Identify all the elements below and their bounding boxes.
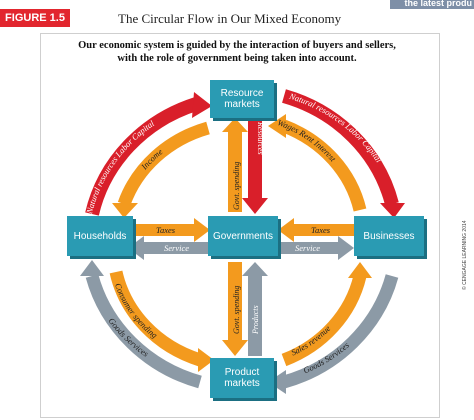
arrowhead-resource-markets-left: [192, 92, 212, 118]
arrowhead-product-markets-spending: [198, 348, 214, 372]
label-govt-spending-top: Govt. spending: [232, 162, 241, 210]
arrowhead-govt-spending-top: [222, 118, 248, 132]
subtitle: Our economic system is guided by the int…: [40, 39, 434, 65]
flow-resources: [248, 118, 262, 200]
arrowhead-service-left: [128, 236, 144, 260]
copyright-notice: © CENGAGE LEARNING 2014: [462, 220, 468, 290]
label-taxes-left: Taxes: [156, 225, 176, 235]
label-taxes-right: Taxes: [311, 225, 331, 235]
flow-arc-sales-revenue: [281, 274, 367, 367]
arrowhead-product-markets-goods: [268, 370, 286, 394]
arrowhead-resources: [242, 198, 268, 214]
product-markets-label-1: Product: [224, 367, 260, 378]
resource-markets-label-1: Resource: [220, 88, 264, 99]
product-markets-label-2: markets: [224, 378, 260, 389]
label-products: Products: [251, 305, 260, 335]
flow-arc-consumer-spending: [109, 270, 203, 367]
resource-markets-box: Resource markets: [210, 80, 274, 118]
flow-service-left: [142, 242, 210, 254]
governments-label: Governments: [212, 230, 274, 242]
arrowhead-products: [242, 262, 268, 276]
figure-title: The Circular Flow in Our Mixed Economy: [118, 11, 342, 26]
flow-products: [248, 274, 262, 356]
label-govt-spending-bottom: Govt. spending: [232, 286, 241, 334]
arrowhead-taxes-right: [278, 218, 294, 242]
households-label: Households: [73, 230, 127, 242]
arrowhead-households-goods: [80, 260, 104, 276]
flow-govt-spending-top: [228, 128, 242, 212]
resource-markets-label-2: markets: [224, 99, 260, 110]
flow-arc-goods-services-left: [85, 274, 202, 389]
flow-taxes-right: [292, 224, 354, 236]
subtitle-line-2: with the role of government being taken …: [117, 53, 357, 64]
flow-arc-goods-services-right: [282, 274, 399, 389]
businesses-box: Businesses: [354, 216, 424, 256]
corner-tab: the latest produ: [390, 0, 474, 9]
flow-arc-income: [117, 121, 210, 207]
flow-service-right: [278, 242, 340, 254]
arrowhead-service-right: [338, 236, 354, 260]
label-service-right: Service: [295, 243, 320, 253]
businesses-label: Businesses: [363, 230, 415, 242]
subtitle-line-1: Our economic system is guided by the int…: [78, 40, 396, 51]
flow-arc-wages-rent-interest: [281, 119, 367, 212]
diagram-frame: [40, 33, 440, 418]
flow-govt-spending-bottom: [228, 262, 242, 342]
figure-label: FIGURE 1.5: [0, 9, 70, 27]
label-resources: Resources: [256, 121, 265, 155]
flow-arc-resources-to-businesses: [282, 89, 399, 206]
arrowhead-businesses-sales: [348, 262, 372, 278]
governments-box: Governments: [208, 216, 278, 256]
arrowhead-govt-spending-bottom: [222, 340, 248, 356]
product-markets-box: Product markets: [210, 358, 274, 398]
label-service-left: Service: [164, 243, 189, 253]
arrowhead-households-income: [112, 203, 138, 218]
arrowhead-resource-markets-wages: [268, 114, 286, 138]
households-box: Households: [67, 216, 133, 256]
flow-taxes-left: [128, 224, 196, 236]
flow-arc-households-to-resource-markets: [85, 97, 199, 216]
arrowhead-businesses-resources: [380, 203, 405, 218]
arrowhead-taxes-left: [194, 218, 210, 242]
